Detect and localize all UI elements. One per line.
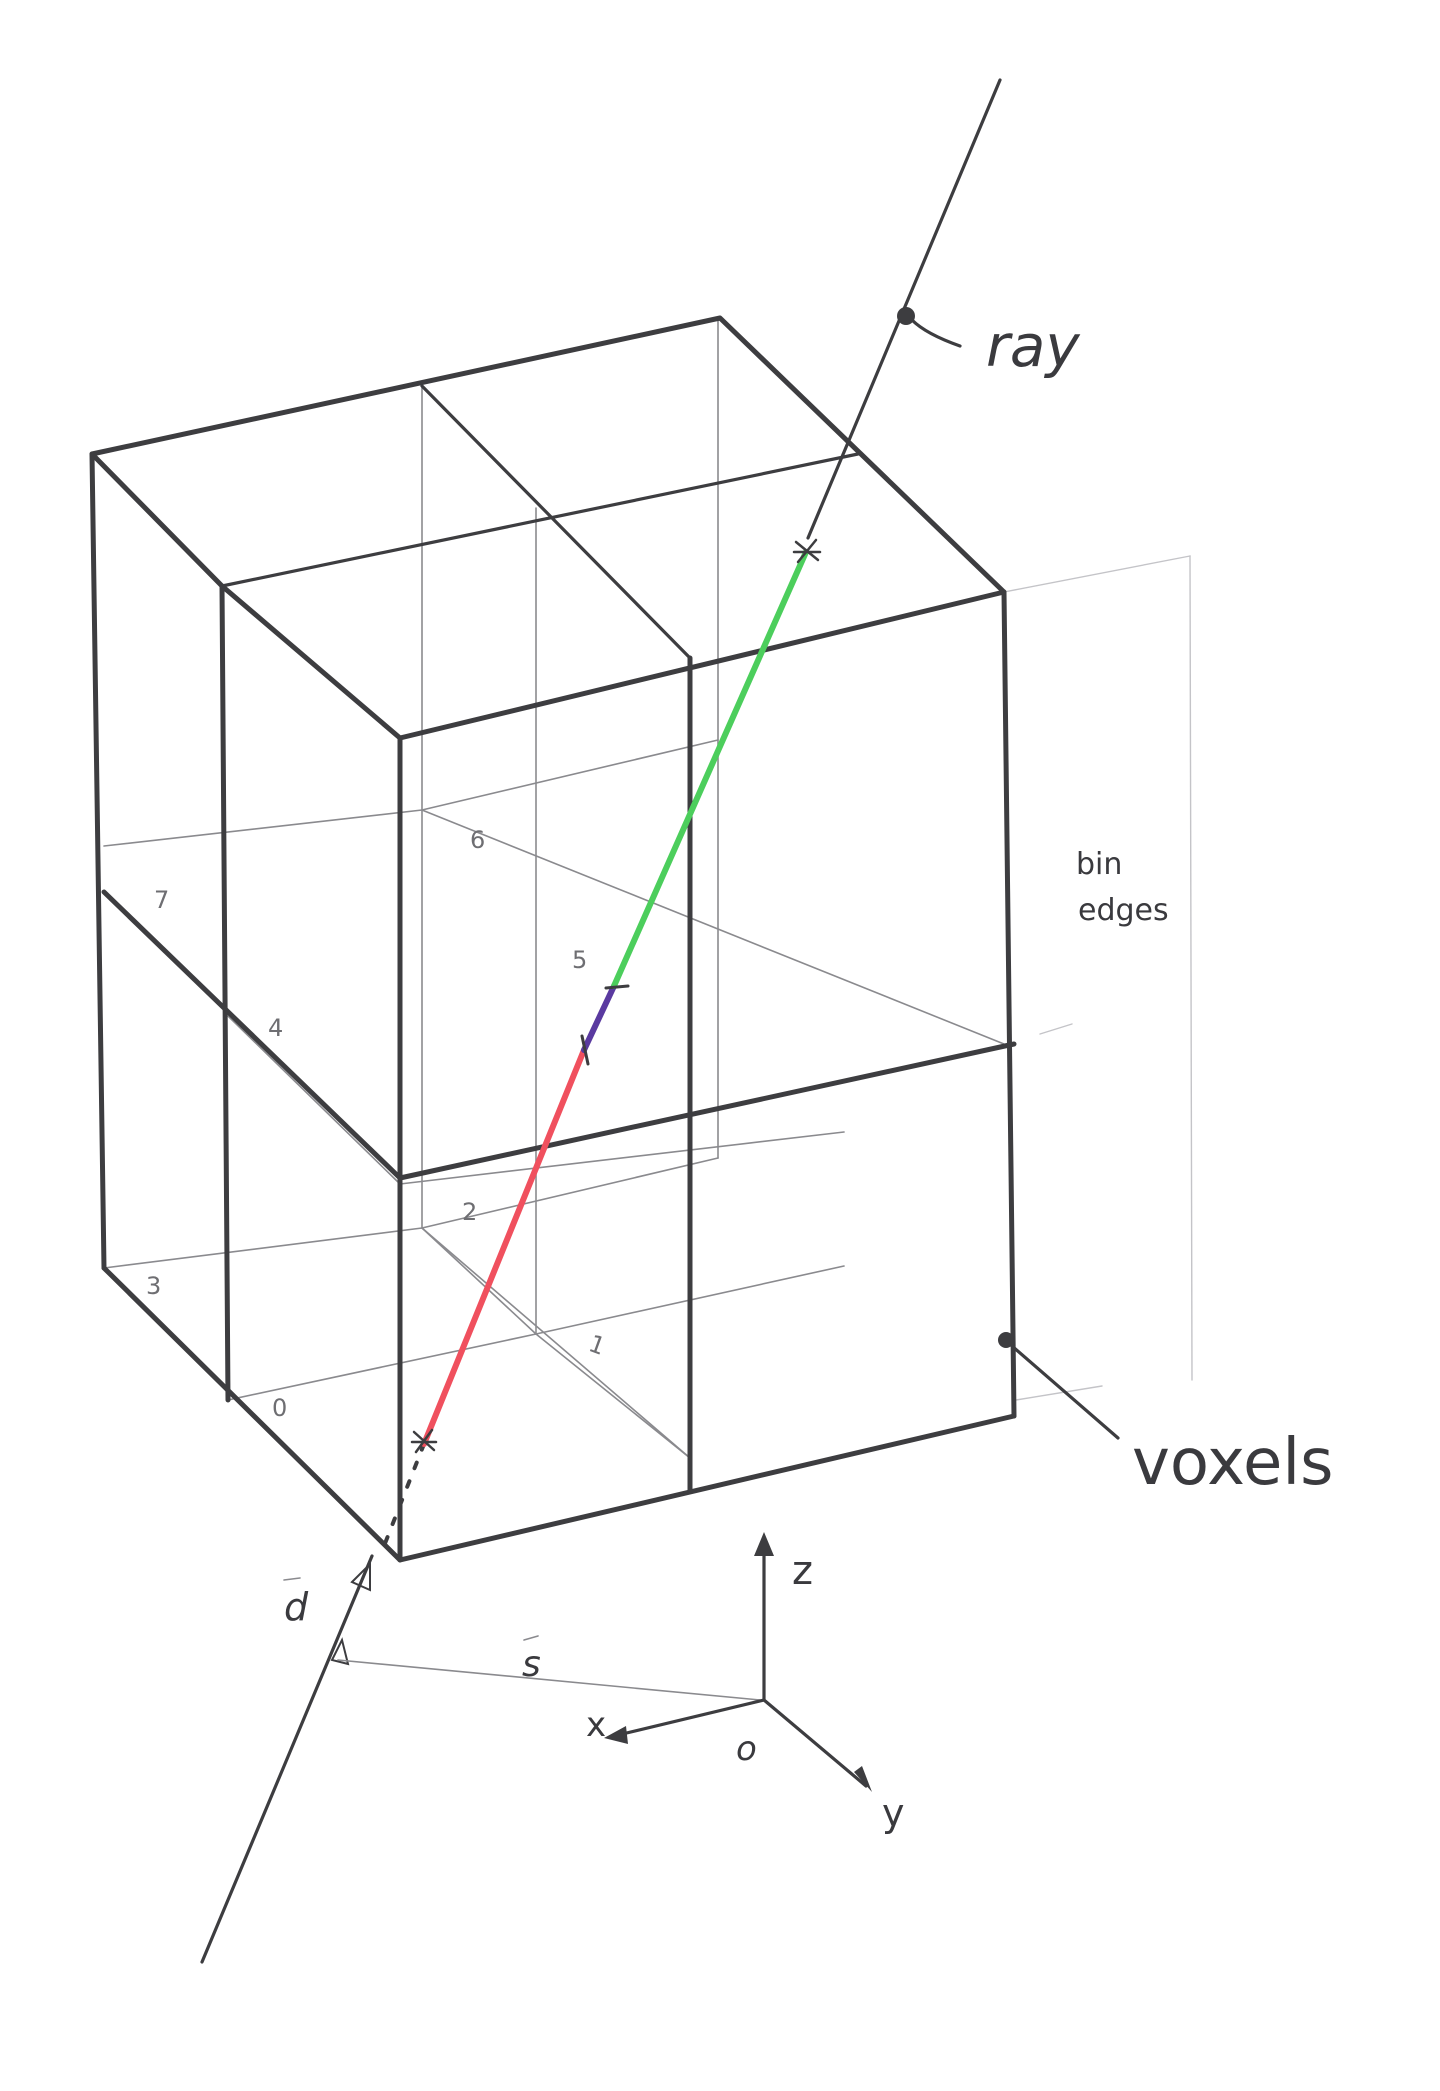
start-label: s bbox=[522, 1644, 541, 1685]
direction-vector-bar bbox=[283, 1577, 301, 1581]
voxel-number-7: 7 bbox=[154, 886, 169, 914]
ray-label: ray bbox=[986, 312, 1080, 380]
segment-tick-purple bbox=[580, 1034, 590, 1066]
intersection-entry-mark bbox=[410, 1428, 438, 1454]
bin-edges-label-line1: bin bbox=[1076, 847, 1122, 882]
hidden-edges bbox=[103, 317, 1005, 1459]
y-axis bbox=[762, 1698, 868, 1788]
segment-tick-green bbox=[604, 984, 630, 990]
ray-segment-purple bbox=[581, 983, 617, 1053]
voxel-number-0: 0 bbox=[272, 1394, 287, 1422]
voxel-number-2: 2 bbox=[462, 1198, 477, 1226]
ray-dotted bbox=[382, 1442, 426, 1548]
y-arrowhead bbox=[854, 1766, 872, 1792]
voxel-number-5: 5 bbox=[572, 946, 587, 974]
z-arrowhead bbox=[754, 1532, 774, 1556]
labels: ray bin edges voxels d s x y z o bbox=[283, 312, 1333, 1835]
voxels-pointer bbox=[998, 1332, 1120, 1440]
ray-segment-green bbox=[611, 549, 809, 989]
bin-edge-guides bbox=[1003, 555, 1193, 1401]
bin-edges-label-line2: edges bbox=[1078, 893, 1169, 928]
ray-start-marker bbox=[330, 1637, 350, 1666]
intersection-exit-mark bbox=[792, 538, 822, 564]
voxel-grid bbox=[89, 315, 1017, 1563]
voxel-number-4: 4 bbox=[268, 1014, 283, 1042]
voxels-label: voxels bbox=[1132, 1426, 1333, 1500]
origin-label: o bbox=[736, 1729, 757, 1769]
coordinate-axes bbox=[604, 1532, 872, 1792]
ray-pointer bbox=[910, 318, 962, 348]
ray bbox=[200, 78, 1002, 1964]
ray-line-bottom bbox=[200, 1554, 374, 1964]
z-axis-label: z bbox=[792, 1548, 813, 1594]
y-axis-label: y bbox=[882, 1791, 905, 1835]
start-vector bbox=[337, 1635, 761, 1701]
direction-label: d bbox=[284, 1585, 309, 1629]
x-arrowhead bbox=[604, 1726, 628, 1744]
ray-direction-arrow bbox=[350, 1561, 371, 1592]
ray-segment-red bbox=[421, 1047, 587, 1447]
voxel-number-1: 1 bbox=[585, 1329, 609, 1361]
x-axis-label: x bbox=[586, 1705, 606, 1745]
voxel-number-6: 6 bbox=[470, 826, 485, 854]
x-axis bbox=[612, 1698, 766, 1738]
voxel-number-3: 3 bbox=[146, 1272, 161, 1300]
